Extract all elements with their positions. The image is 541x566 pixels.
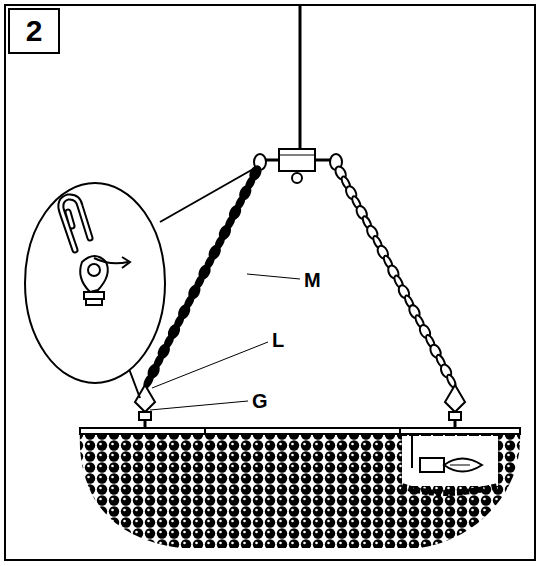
step-number: 2 bbox=[26, 14, 43, 48]
part-letter: M bbox=[304, 270, 321, 290]
part-letter: L bbox=[272, 330, 284, 350]
part-letter: G bbox=[252, 391, 268, 411]
step-number-box: 2 bbox=[8, 8, 60, 54]
